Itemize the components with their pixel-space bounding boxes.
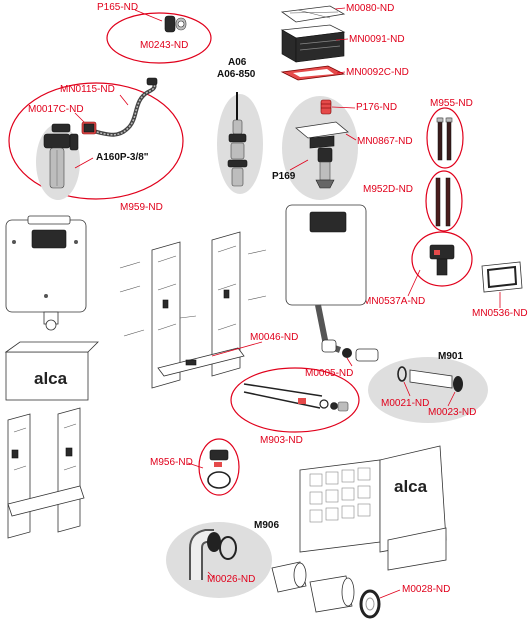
label-m901: M901 bbox=[438, 351, 463, 362]
m0080-cover-plate bbox=[280, 5, 346, 23]
label-mn0537a: MN0537A-ND bbox=[363, 296, 425, 307]
p165-cap-part bbox=[164, 15, 187, 33]
m955-group-ring bbox=[426, 107, 464, 169]
label-m0005: M0005-ND bbox=[305, 368, 353, 379]
m0017c-clip bbox=[81, 121, 97, 135]
label-mn0115: MN0115-ND bbox=[60, 84, 115, 95]
mn0537a-group-ring bbox=[411, 231, 473, 287]
label-p169: P169 bbox=[272, 171, 296, 182]
label-m0028: M0028-ND bbox=[402, 584, 450, 595]
label-a06: A06 bbox=[228, 57, 247, 68]
cistern-tank-right bbox=[285, 204, 367, 353]
mn0092c-gasket bbox=[280, 65, 346, 81]
label-mn0536: MN0536-ND bbox=[472, 308, 528, 319]
a06-valve-part bbox=[227, 92, 248, 187]
label-a160p: A160P-3/8" bbox=[96, 152, 149, 163]
label-m0046: M0046-ND bbox=[250, 332, 298, 343]
p176-screw bbox=[320, 99, 332, 115]
cistern-tank-left bbox=[5, 215, 87, 331]
m0005-elbow bbox=[342, 348, 379, 362]
label-m0080: M0080-ND bbox=[346, 3, 394, 14]
m906-group-blob bbox=[166, 522, 272, 598]
m952d-group-ring bbox=[425, 170, 463, 232]
label-m959: M959-ND bbox=[120, 202, 163, 213]
label-m952d: M952D-ND bbox=[363, 184, 413, 195]
label-a06-850: A06-850 bbox=[217, 69, 256, 80]
label-m0021: M0021-ND bbox=[381, 398, 429, 409]
label-m955: M955-ND bbox=[430, 98, 473, 109]
drain-pipe-set bbox=[271, 561, 381, 619]
mn0115-hose bbox=[89, 77, 158, 137]
m952d-rods bbox=[435, 177, 451, 227]
label-m0243: M0243-ND bbox=[140, 40, 188, 51]
mounting-back-plate: alca bbox=[299, 445, 447, 571]
label-mn0092c: MN0092C-ND bbox=[346, 67, 409, 78]
mn0536-frame bbox=[481, 261, 523, 293]
label-mn0867: MN0867-ND bbox=[357, 136, 413, 147]
plate-brand-logo: alca bbox=[394, 477, 428, 496]
frame-bolts bbox=[119, 249, 267, 337]
m903-group-ring bbox=[230, 367, 360, 433]
m903-bolts bbox=[243, 383, 349, 412]
a160p-fill-valve bbox=[43, 123, 79, 189]
m956-clamp bbox=[207, 449, 231, 489]
label-m956: M956-ND bbox=[150, 457, 193, 468]
m901-pipe bbox=[397, 366, 463, 392]
mn0867-bracket bbox=[295, 121, 349, 189]
p165-group-ring bbox=[106, 12, 212, 64]
label-m906: M906 bbox=[254, 520, 279, 531]
mounting-frame-middle bbox=[151, 231, 245, 389]
m959-group-ring bbox=[8, 82, 184, 200]
label-m0017c: M0017C-ND bbox=[28, 104, 84, 115]
mn0091-inspection-frame bbox=[280, 24, 346, 63]
label-m0026: M0026-ND bbox=[207, 574, 255, 585]
installation-frame-left bbox=[7, 407, 85, 539]
front-cover-panel: alca bbox=[4, 341, 99, 401]
label-p176: P176-ND bbox=[356, 102, 397, 113]
label-m903: M903-ND bbox=[260, 435, 303, 446]
label-m0023: M0023-ND bbox=[428, 407, 476, 418]
mn0537a-actuator bbox=[429, 244, 455, 276]
label-mn0091: MN0091-ND bbox=[349, 34, 405, 45]
m955-rods bbox=[436, 117, 453, 161]
m906-elbow-pipe bbox=[189, 529, 237, 580]
cover-brand-logo: alca bbox=[34, 369, 68, 388]
label-p165: P165-ND bbox=[97, 2, 138, 13]
